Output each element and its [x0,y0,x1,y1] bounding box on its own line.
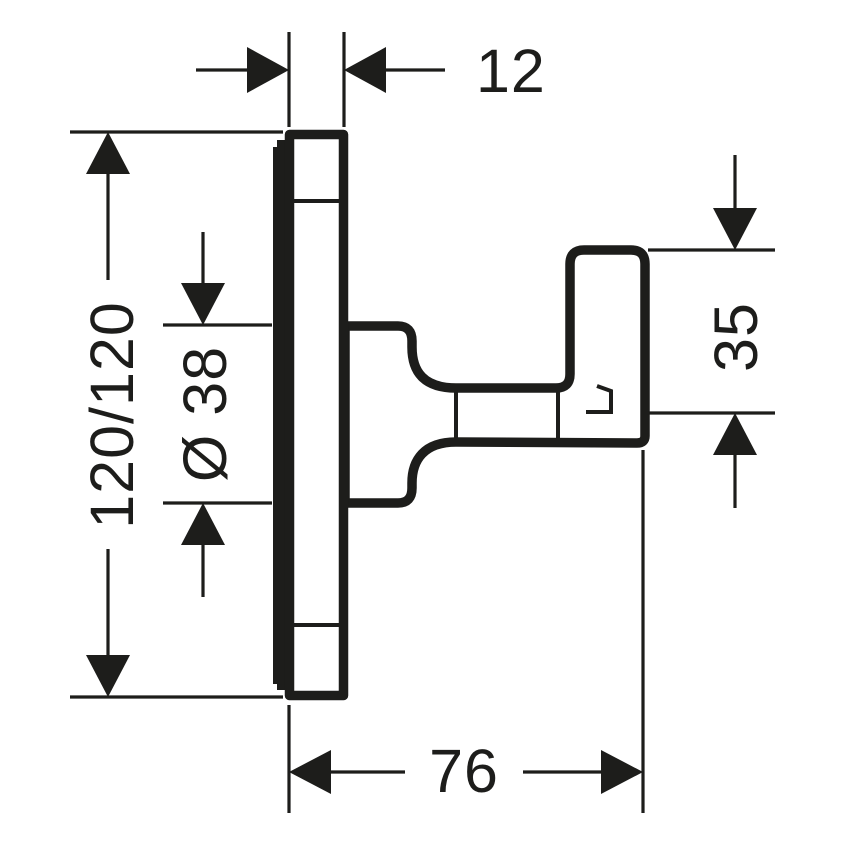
dim-label-plate-size: 120/120 [78,301,146,529]
dimension-plate-depth: 12 [196,32,546,127]
hook-detail-mark [586,384,613,414]
dimension-hook-height: 35 [648,155,775,508]
dim-label-base-diameter: Ø 38 [171,346,239,482]
dimension-plate-size: 120/120 [70,130,283,699]
arrowhead-right-icon [601,750,643,794]
arrowhead-down-icon [713,208,757,250]
arrowhead-up-icon [86,132,130,174]
wall-plate [284,129,349,701]
dimension-projection: 76 [287,450,645,813]
arrowhead-up-icon [181,503,225,545]
dim-label-plate-depth: 12 [476,37,546,105]
arrowhead-right-icon [247,47,289,93]
dimension-base-diameter: Ø 38 [163,232,272,597]
arrowhead-left-icon [344,47,386,93]
hook-body [340,245,650,508]
arrowhead-up-icon [713,413,757,455]
arrowhead-down-icon [181,283,225,325]
dim-label-hook-height: 35 [702,302,770,372]
arrowhead-down-icon [86,655,130,697]
fixture-side-view [273,129,650,701]
arrowhead-left-icon [289,750,331,794]
dim-label-projection: 76 [429,737,499,805]
